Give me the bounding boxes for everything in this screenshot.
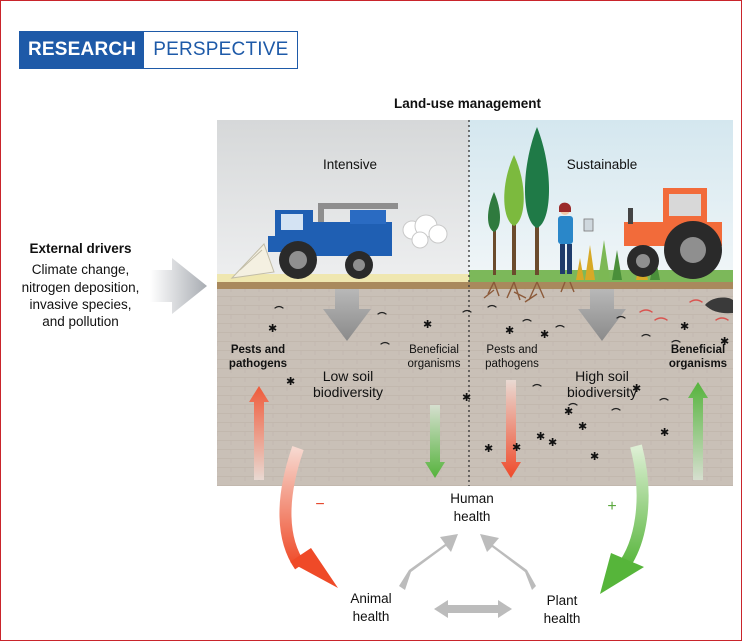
- intensive-beneficial-down-arrow: [425, 405, 445, 478]
- intensive-pests-label: pathogens: [228, 358, 288, 370]
- svg-text:✱: ✱: [660, 426, 669, 439]
- trees-illustration: [488, 127, 550, 275]
- animal-health-label: Animal: [350, 591, 392, 606]
- svg-text:✱: ✱: [536, 430, 545, 443]
- human-health-label: Human: [450, 491, 494, 506]
- soil-panel: [217, 289, 733, 486]
- svg-text:✱: ✱: [590, 450, 599, 463]
- svg-text:✱: ✱: [548, 436, 557, 449]
- plant-health-label: Plant: [546, 593, 578, 608]
- sustainable-pests-label: pathogens: [485, 358, 539, 370]
- svg-text:✱: ✱: [540, 328, 549, 341]
- sustainable-beneficial-label: organisms: [668, 358, 728, 370]
- minus-sign: −: [315, 496, 325, 513]
- external-driver-line: invasive species,: [29, 297, 132, 312]
- sustainable-beneficial-label: Beneficial: [670, 344, 726, 356]
- soil-organisms: [274, 304, 681, 411]
- svg-text:✱: ✱: [484, 442, 493, 455]
- svg-text:✱: ✱: [286, 375, 295, 388]
- intensive-biodiversity-label: Low soil: [322, 368, 374, 384]
- tractor-illustration: [624, 188, 722, 279]
- mole-icon: [705, 297, 733, 314]
- ground-intensive: [217, 274, 469, 283]
- sustainable-down-arrow: [578, 289, 626, 341]
- plant-health-label: health: [543, 611, 581, 626]
- sustainable-label: Sustainable: [566, 157, 638, 172]
- external-driver-line: and pollution: [42, 314, 119, 329]
- topsoil-strip: [217, 282, 733, 289]
- external-driver-line: nitrogen deposition,: [21, 280, 140, 295]
- external-driver-line: Climate change,: [31, 262, 130, 277]
- intensive-down-arrow: [323, 289, 371, 341]
- svg-text:✱: ✱: [512, 441, 521, 454]
- intensive-biodiversity-label: biodiversity: [312, 384, 384, 400]
- svg-text:✱: ✱: [632, 382, 641, 395]
- earthworms: [639, 299, 729, 321]
- section-badge: RESEARCH PERSPECTIVE: [19, 31, 299, 69]
- soil-bugs: ✱✱✱ ✱✱✱ ✱✱✱ ✱✱✱ ✱✱✱ ✱✱: [268, 318, 729, 463]
- svg-text:✱: ✱: [462, 391, 471, 404]
- sustainable-pests-down-arrow: [501, 380, 521, 478]
- intensive-pests-label: Pests and: [230, 344, 286, 356]
- external-drivers-heading: External drivers: [29, 241, 132, 256]
- sustainable-pests-label: Pests and: [486, 344, 538, 356]
- svg-text:✱: ✱: [720, 335, 729, 348]
- svg-text:✱: ✱: [505, 324, 514, 337]
- farmer-illustration: [558, 202, 594, 274]
- badge-research: RESEARCH: [20, 32, 145, 68]
- intensive-beneficial-label: Beneficial: [409, 344, 459, 356]
- plus-sign: +: [607, 498, 617, 515]
- sustainable-biodiversity-label: High soil: [575, 368, 629, 384]
- harvester-illustration: [230, 203, 448, 279]
- intensive-beneficial-label: organisms: [407, 358, 461, 370]
- intensive-pests-up-arrow: [249, 386, 269, 480]
- svg-text:✱: ✱: [578, 420, 587, 433]
- intensive-label: Intensive: [322, 157, 378, 172]
- badge-perspective: PERSPECTIVE: [144, 32, 298, 68]
- external-drivers-arrow: [150, 258, 207, 314]
- crops-illustration: [576, 240, 660, 280]
- svg-text:✱: ✱: [680, 320, 689, 333]
- sustainable-curve-arrow: [617, 444, 649, 572]
- svg-text:✱: ✱: [564, 405, 573, 418]
- roots-illustration: [483, 281, 575, 303]
- human-health-label: health: [453, 509, 491, 524]
- svg-text:✱: ✱: [423, 318, 432, 331]
- health-triangle-arrows: [399, 534, 536, 618]
- intensive-curve-arrow: [279, 446, 306, 570]
- diagram-title: Land-use management: [393, 96, 542, 111]
- animal-health-label: health: [352, 609, 390, 624]
- sustainable-beneficial-up-arrow: [688, 382, 708, 480]
- svg-text:✱: ✱: [268, 322, 277, 335]
- sustainable-biodiversity-label: biodiversity: [566, 384, 638, 400]
